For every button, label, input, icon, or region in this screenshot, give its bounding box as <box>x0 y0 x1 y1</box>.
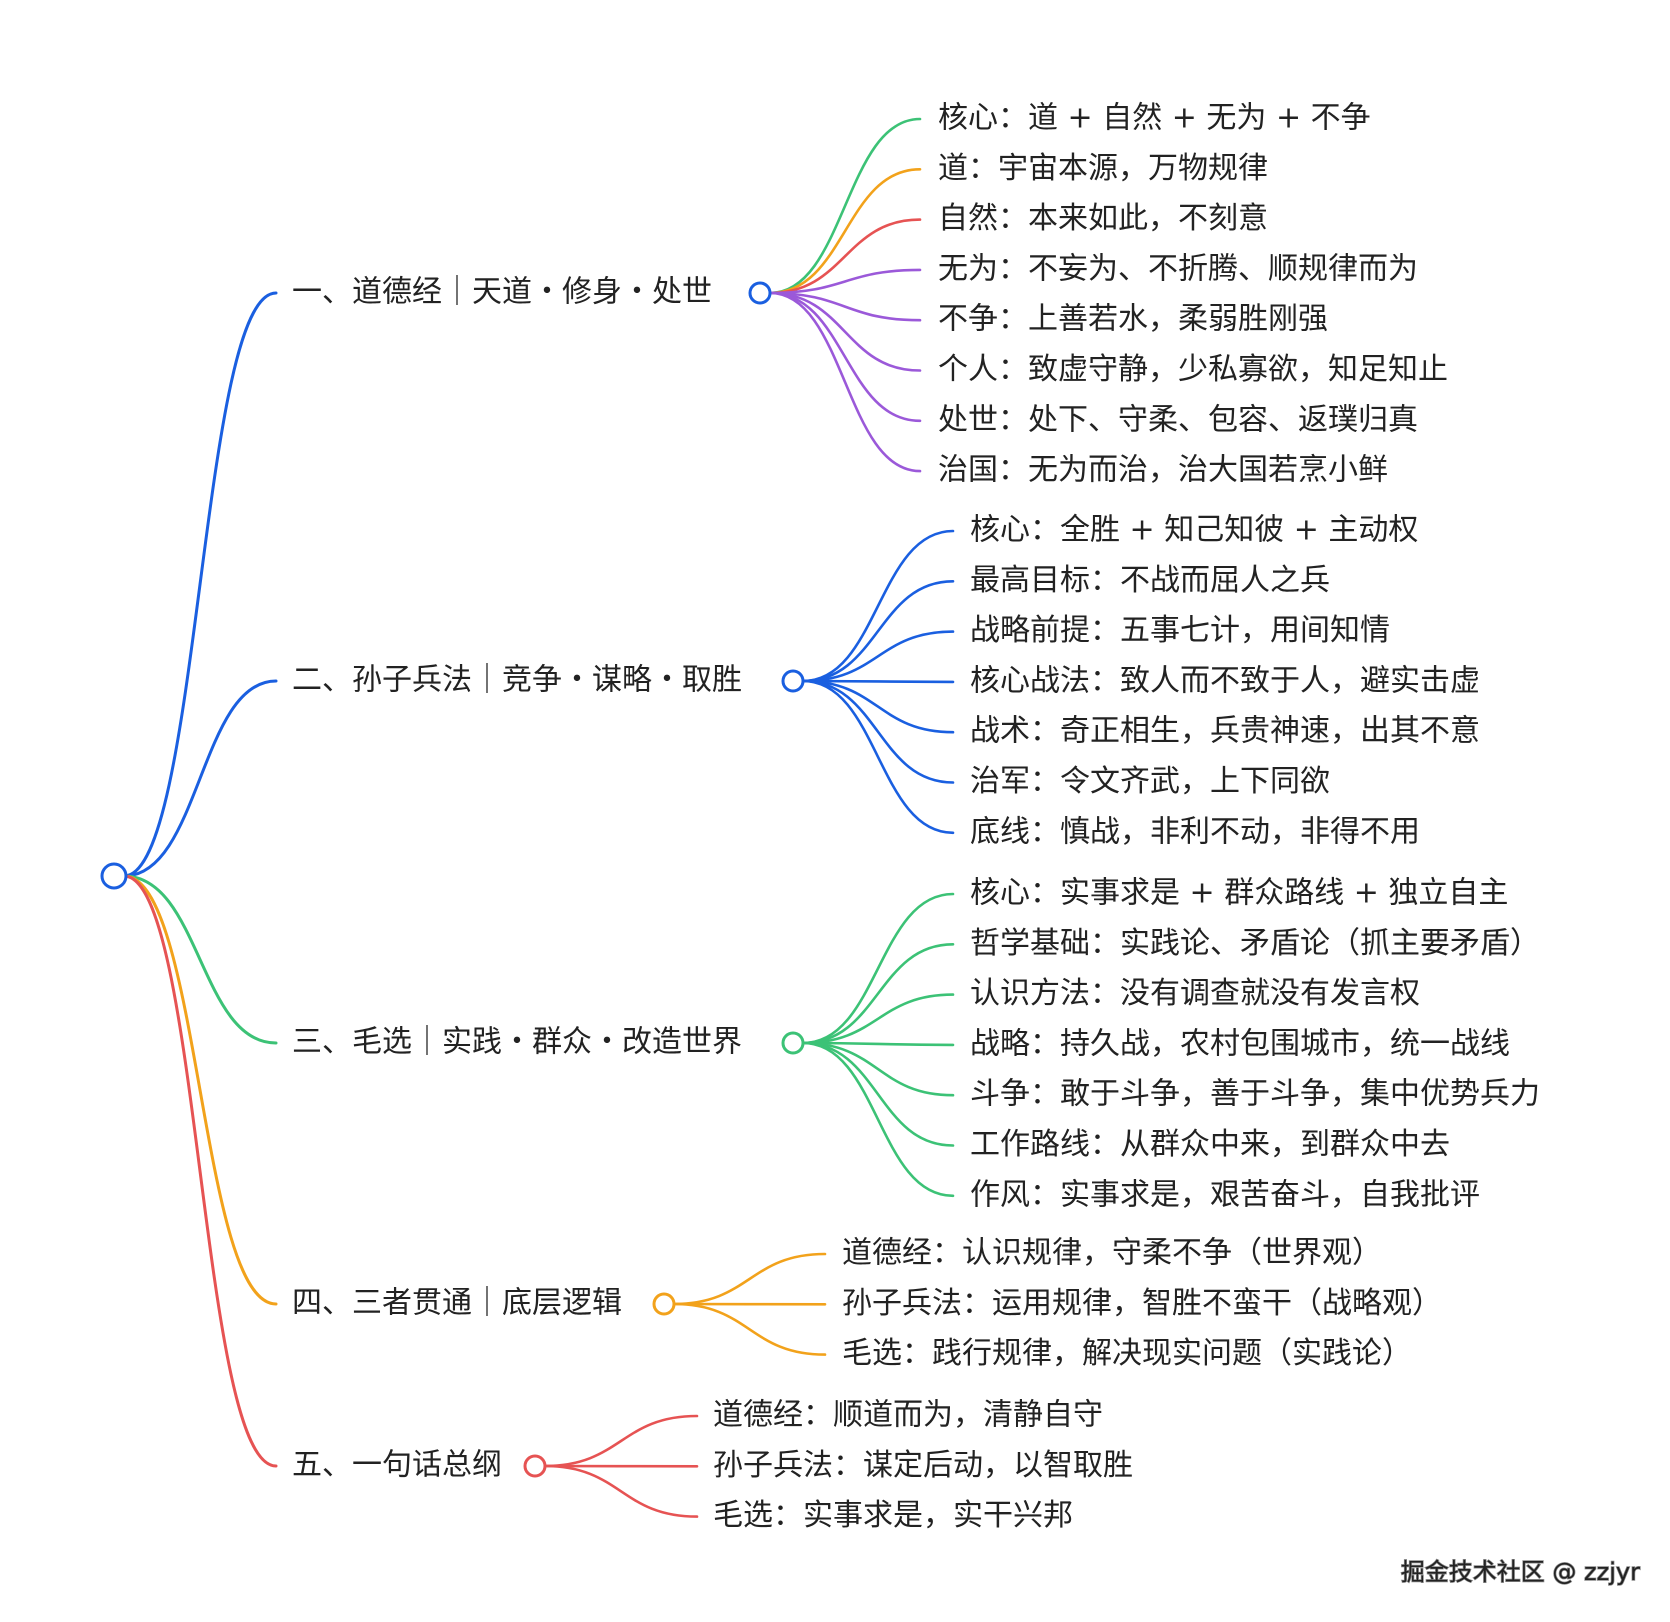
leaf-label: 治国：无为而治，治大国若烹小鲜 <box>938 453 1388 488</box>
leaf-edge <box>543 1414 699 1468</box>
branch-label: 三、毛选｜实践・群众・改造世界 <box>292 1025 742 1060</box>
branch-label: 一、道德经｜天道・修身・处世 <box>292 275 712 310</box>
leaf-edge <box>801 679 955 684</box>
branch-edge <box>122 874 278 1045</box>
leaf-edge <box>768 291 922 423</box>
leaf-label: 核心：全胜 + 知己知彼 + 主动权 <box>970 513 1418 548</box>
leaf-label: 孙子兵法：谋定后动，以智取胜 <box>713 1448 1133 1483</box>
leaf-label: 斗争：敢于斗争，善于斗争，集中优势兵力 <box>970 1077 1540 1112</box>
leaf-label: 核心：道 + 自然 + 无为 + 不争 <box>938 101 1371 136</box>
leaf-label: 毛选：实事求是，实干兴邦 <box>713 1498 1073 1533</box>
branch-edge <box>122 679 278 878</box>
leaf-label: 核心战法：致人而不致于人，避实击虚 <box>970 663 1480 698</box>
leaf-label: 工作路线：从群众中来，到群众中去 <box>970 1127 1450 1162</box>
leaf-edge <box>768 291 922 372</box>
leaf-label: 自然：本来如此，不刻意 <box>938 201 1268 236</box>
mindmap-nodes: 一、道德经｜天道・修身・处世 核心：道 + 自然 + 无为 + 不争道：宇宙本源，… <box>100 101 1540 1533</box>
branch-node-circle[interactable] <box>781 669 805 693</box>
leaf-edge <box>768 268 922 295</box>
leaf-label: 最高目标：不战而屈人之兵 <box>970 563 1330 598</box>
leaf-label: 孙子兵法：运用规律，智胜不蛮干（战略观） <box>842 1286 1442 1321</box>
leaf-label: 治军：令文齐武，上下同欲 <box>970 764 1330 799</box>
watermark: 掘金技术社区 @ zzjyr <box>1401 1558 1640 1586</box>
leaf-label: 战术：奇正相生，兵贵神速，出其不意 <box>970 714 1480 749</box>
leaf-edge <box>801 943 955 1045</box>
leaf-edge <box>801 580 955 683</box>
leaf-edge <box>801 679 955 784</box>
leaf-label: 底线：慎战，非利不动，非得不用 <box>970 814 1420 849</box>
mindmap-edges <box>122 117 955 1518</box>
leaf-edge <box>801 679 955 734</box>
branch-edge <box>122 874 278 1306</box>
leaf-label: 无为：不妄为、不折腾、顺规律而为 <box>938 251 1418 286</box>
leaf-label: 认识方法：没有调查就没有发言权 <box>970 976 1420 1011</box>
leaf-edge <box>801 892 955 1045</box>
leaf-label: 核心：实事求是 + 群众路线 + 独立自主 <box>970 876 1508 911</box>
leaf-label: 道：宇宙本源，万物规律 <box>938 151 1268 186</box>
branch-label: 二、孙子兵法｜竞争・谋略・取胜 <box>292 663 742 698</box>
branch-edge <box>122 874 278 1468</box>
leaf-label: 道德经：顺道而为，清静自守 <box>713 1398 1103 1433</box>
leaf-label: 毛选：践行规律，解决现实问题（实践论） <box>842 1336 1412 1371</box>
branch-label: 五、一句话总纲 <box>292 1448 502 1483</box>
branch-node-circle[interactable] <box>748 281 772 305</box>
leaf-label: 处世：处下、守柔、包容、返璞归真 <box>938 402 1418 437</box>
leaf-edge <box>543 1464 699 1518</box>
branch-node-circle[interactable] <box>652 1292 676 1316</box>
leaf-edge <box>801 679 955 835</box>
leaf-edge <box>801 630 955 683</box>
leaf-edge <box>801 993 955 1045</box>
leaf-label: 战略前提：五事七计，用间知情 <box>970 613 1390 648</box>
leaf-edge <box>768 117 922 295</box>
leaf-edge <box>801 1041 955 1147</box>
leaf-edge <box>768 291 922 322</box>
root-node-circle[interactable] <box>100 862 128 890</box>
leaf-edge <box>672 1252 827 1306</box>
leaf-label: 道德经：认识规律，守柔不争（世界观） <box>842 1236 1382 1271</box>
leaf-edge <box>768 218 922 295</box>
branch-edge <box>122 291 278 878</box>
leaf-edge <box>672 1302 827 1356</box>
leaf-edge <box>801 1041 955 1198</box>
branch-node-circle[interactable] <box>781 1031 805 1055</box>
leaf-label: 哲学基础：实践论、矛盾论（抓主要矛盾） <box>970 926 1540 961</box>
leaf-edge <box>801 529 955 683</box>
branch-node-circle[interactable] <box>523 1454 547 1478</box>
leaf-label: 战略：持久战，农村包围城市，统一战线 <box>970 1026 1510 1061</box>
branch-label: 四、三者贯通｜底层逻辑 <box>292 1286 622 1321</box>
leaf-edge <box>801 1041 955 1097</box>
leaf-edge <box>768 291 922 473</box>
leaf-edge <box>768 168 922 295</box>
leaf-label: 个人：致虚守静，少私寡欲，知足知止 <box>938 352 1448 387</box>
leaf-label: 不争：上善若水，柔弱胜刚强 <box>938 302 1328 337</box>
leaf-label: 作风：实事求是，艰苦奋斗，自我批评 <box>970 1177 1480 1212</box>
leaf-edge <box>801 1041 955 1047</box>
